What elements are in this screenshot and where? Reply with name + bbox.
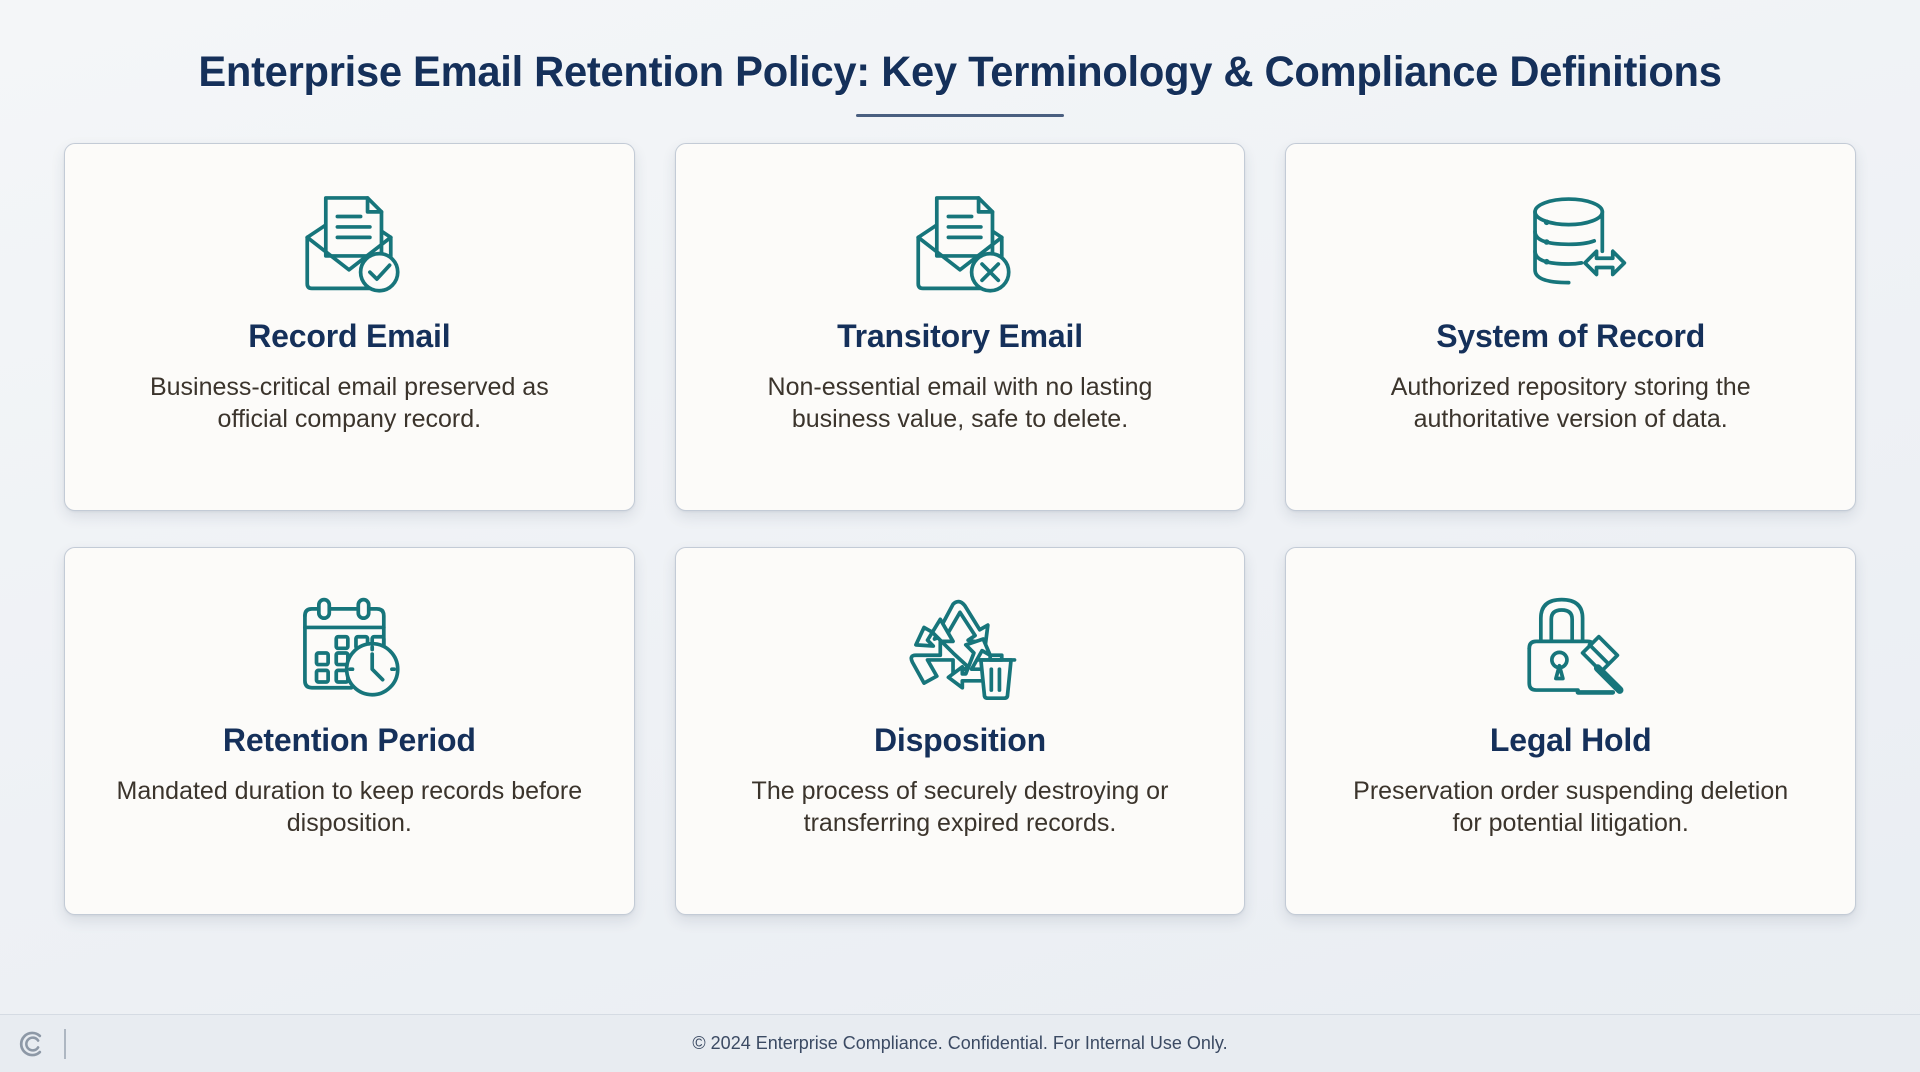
footer-text: © 2024 Enterprise Compliance. Confidenti… (692, 1033, 1228, 1053)
card-retention-period[interactable]: Retention Period Mandated duration to ke… (64, 547, 635, 916)
card-transitory-email[interactable]: Transitory Email Non-essential email wit… (674, 143, 1246, 512)
recycle-trash-icon (902, 584, 1018, 708)
card-title: System of Record (1436, 318, 1706, 355)
card-description: Authorized repository storing the author… (1390, 372, 1751, 433)
card-title: Retention Period (222, 722, 476, 759)
card-title: Legal Hold (1489, 722, 1652, 759)
page-title: Enterprise Email Retention Policy: Key T… (198, 48, 1722, 96)
card-description: Non-essential email with no lasting busi… (767, 372, 1153, 433)
c-monogram-logo (19, 1031, 42, 1056)
header: Enterprise Email Retention Policy: Key T… (0, 0, 1920, 118)
database-transfer-icon (1513, 180, 1629, 304)
card-description: Mandated duration to keep records before… (116, 776, 583, 837)
card-title: Transitory Email (837, 318, 1083, 355)
card-disposition[interactable]: Disposition The process of securely dest… (674, 547, 1246, 916)
card-description: Preservation order suspending deletion f… (1353, 776, 1789, 837)
card-record-email[interactable]: Record Email Business-critical email pre… (64, 143, 635, 512)
logo-divider (64, 1028, 66, 1059)
card-system-of-record[interactable]: System of Record Authorized repository s… (1285, 143, 1856, 512)
email-document-x-icon (902, 180, 1018, 304)
card-description: The process of securely destroying or tr… (751, 776, 1169, 837)
card-title: Disposition (873, 722, 1046, 759)
cards-section: Record Email Business-critical email pre… (0, 117, 1920, 1014)
footer: © 2024 Enterprise Compliance. Confidenti… (0, 1014, 1920, 1072)
card-legal-hold[interactable]: Legal Hold Preservation order suspending… (1285, 547, 1856, 916)
email-document-check-icon (291, 180, 407, 304)
footer-logo-group (16, 1015, 66, 1072)
title-underline-rule (856, 114, 1064, 118)
calendar-clock-icon (291, 584, 407, 708)
card-grid: Record Email Business-critical email pre… (64, 143, 1856, 916)
card-title: Record Email (248, 318, 451, 355)
lock-gavel-icon (1513, 584, 1629, 708)
card-description: Business-critical email preserved as off… (149, 372, 549, 433)
